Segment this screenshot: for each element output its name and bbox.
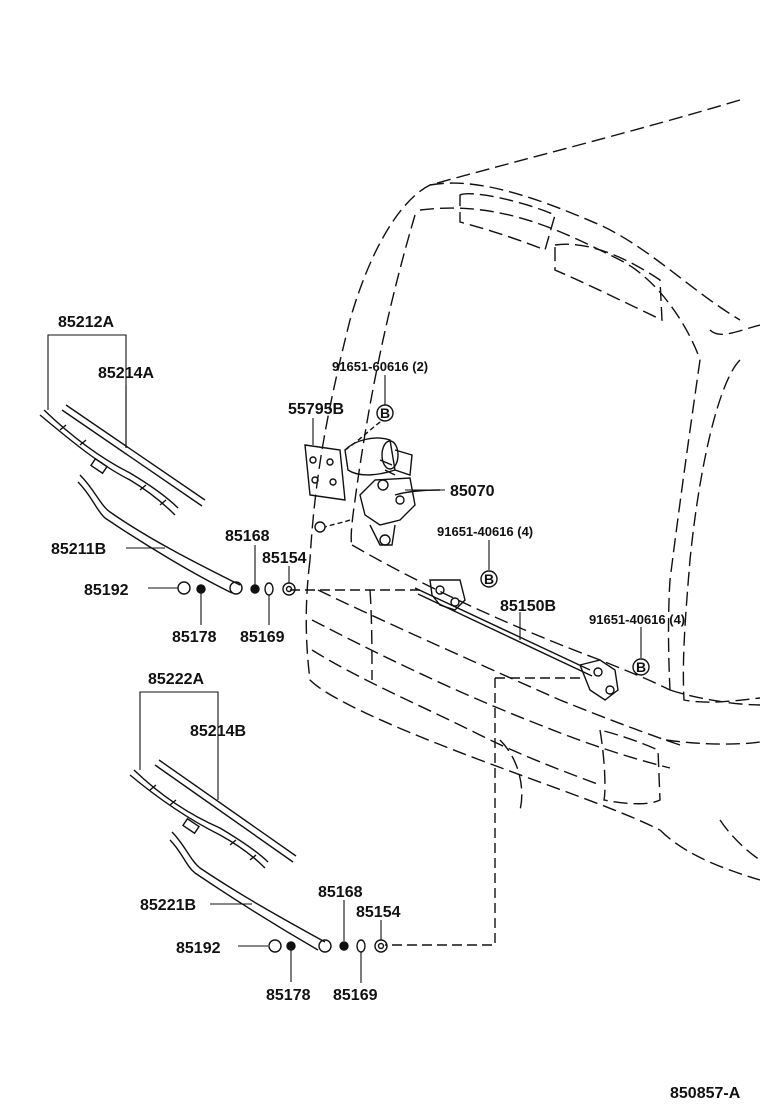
label-85178-bottom: 85178 — [266, 987, 311, 1004]
label-85211B: 85211B — [51, 541, 106, 558]
label-91651-40616-a: 91651-40616 (4) — [437, 524, 533, 539]
label-85212A: 85212A — [58, 314, 114, 331]
wiper-motor-assembly — [304, 419, 441, 546]
label-85070: 85070 — [450, 483, 495, 500]
label-85150B: 85150B — [500, 598, 556, 615]
label-85154-top: 85154 — [262, 550, 307, 567]
upper-wiper-blade — [39, 404, 206, 516]
callout-b-1: B — [380, 405, 390, 421]
leader-lines — [47, 334, 642, 983]
upper-wiper-arm — [77, 474, 243, 595]
lower-small-parts — [268, 939, 388, 953]
label-85169-bottom: 85169 — [333, 987, 378, 1004]
label-91651-60616: 91651-60616 (2) — [332, 359, 428, 374]
callout-b-3: B — [636, 659, 646, 675]
lower-wiper-arm — [169, 831, 332, 953]
label-85214A: 85214A — [98, 365, 154, 382]
label-91651-40616-b: 91651-40616 (4) — [589, 612, 685, 627]
label-85192-bottom: 85192 — [176, 940, 221, 957]
label-55795B: 55795B — [288, 401, 344, 418]
diagram-code: 850857-A — [670, 1085, 741, 1102]
callout-b-2: B — [484, 571, 494, 587]
label-85154-bottom: 85154 — [356, 904, 401, 921]
label-85168-bottom: 85168 — [318, 884, 363, 901]
label-85169-top: 85169 — [240, 629, 285, 646]
callout-b-markers — [376, 404, 650, 676]
label-85168-top: 85168 — [225, 528, 270, 545]
label-85214B: 85214B — [190, 723, 246, 740]
label-85192-top: 85192 — [84, 582, 129, 599]
label-85222A: 85222A — [148, 671, 204, 688]
wiper-link-assembly — [290, 579, 619, 946]
vehicle-rear-outline — [305, 99, 760, 881]
lower-wiper-blade — [129, 759, 297, 869]
label-85178-top: 85178 — [172, 629, 217, 646]
label-85221B: 85221B — [140, 897, 196, 914]
